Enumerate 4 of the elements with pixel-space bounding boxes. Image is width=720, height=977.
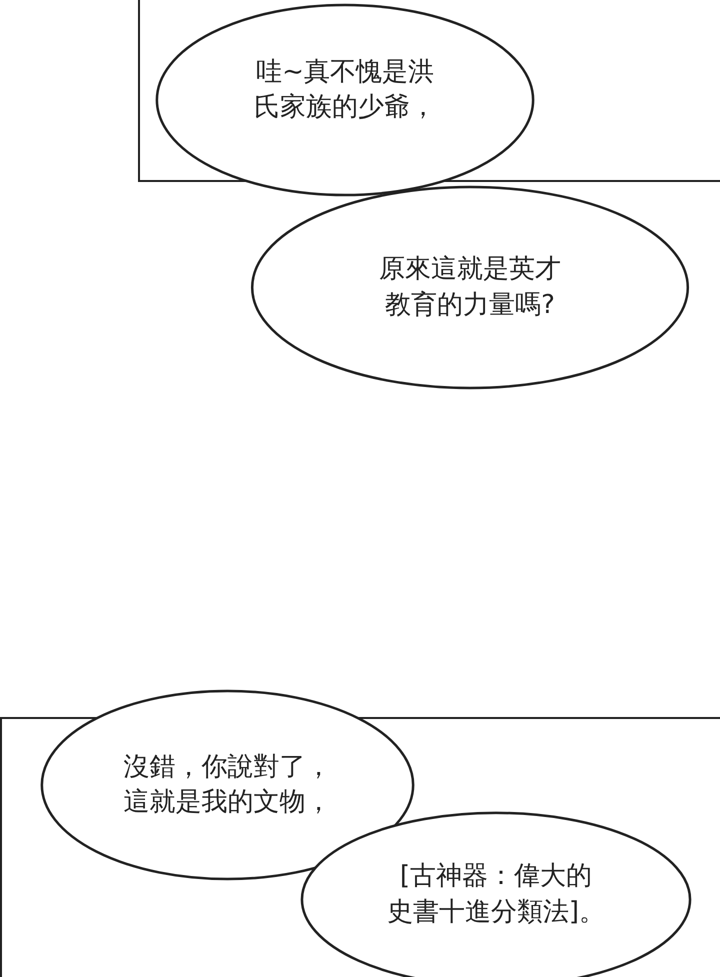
speech-text: 原來這就是英才教育的力量嗎? [378,253,562,322]
speech-text: [古神器：偉大的史書十進分類法]。 [386,860,606,928]
speech-text: 沒錯，你說對了，這就是我的文物， [122,750,332,819]
speech-text: 哇~真不愧是洪氏家族的少爺， [253,56,437,124]
